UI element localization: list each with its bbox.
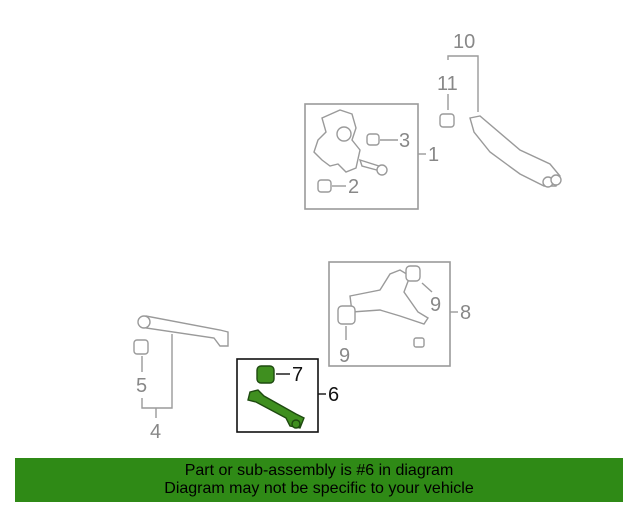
part-8-frame	[328, 261, 451, 367]
callout-1: 1	[428, 144, 439, 166]
part-3-nut	[366, 133, 380, 146]
banner-line-1: Part or sub-assembly is #6 in diagram	[184, 462, 454, 479]
bolt-head	[376, 164, 388, 176]
knuckle	[313, 109, 361, 173]
part-7-bushing	[256, 365, 275, 384]
callout-2: 2	[348, 176, 359, 198]
callout-11: 11	[437, 73, 458, 95]
link-end	[137, 315, 151, 329]
callout-3: 3	[399, 130, 410, 152]
link-6-end	[291, 419, 301, 429]
bracket-10	[447, 55, 479, 112]
part-6-link	[247, 389, 305, 429]
banner-line-2: Diagram may not be specific to your vehi…	[164, 480, 474, 497]
part-group-6[interactable]: 7 6	[236, 358, 339, 433]
knuckle-hole	[336, 126, 352, 142]
bracket-4	[141, 334, 173, 409]
part-group-4[interactable]: 5 4	[133, 315, 229, 443]
part-info-banner: Part or sub-assembly is #6 in diagram Di…	[15, 458, 623, 502]
part-group-10[interactable]: 10 11	[437, 31, 562, 188]
part-2-bushing	[317, 179, 332, 193]
part-group-1[interactable]: 3 2 1	[304, 103, 439, 210]
callout-9a: 9	[339, 345, 350, 367]
callout-5: 5	[136, 375, 147, 397]
part-10-arm	[469, 115, 561, 187]
arm-end-2	[550, 174, 562, 186]
callout-8: 8	[460, 302, 471, 324]
part-11-bushing	[439, 113, 455, 128]
part-4-link	[138, 315, 229, 347]
callout-9b: 9	[430, 294, 441, 316]
callout-6: 6	[328, 384, 339, 406]
lead-9b	[421, 282, 433, 293]
part-9-bushing-b	[405, 265, 421, 282]
part-1-frame	[304, 103, 419, 210]
callout-4: 4	[150, 421, 161, 443]
part-6-frame	[236, 358, 319, 433]
nut	[413, 337, 425, 348]
control-arm	[349, 269, 429, 325]
part-group-8[interactable]: 9 9 8	[328, 261, 471, 367]
part-9-bushing-a	[337, 305, 356, 325]
part-5-bushing	[133, 339, 149, 355]
callout-10: 10	[453, 31, 475, 53]
callout-7: 7	[292, 364, 303, 386]
